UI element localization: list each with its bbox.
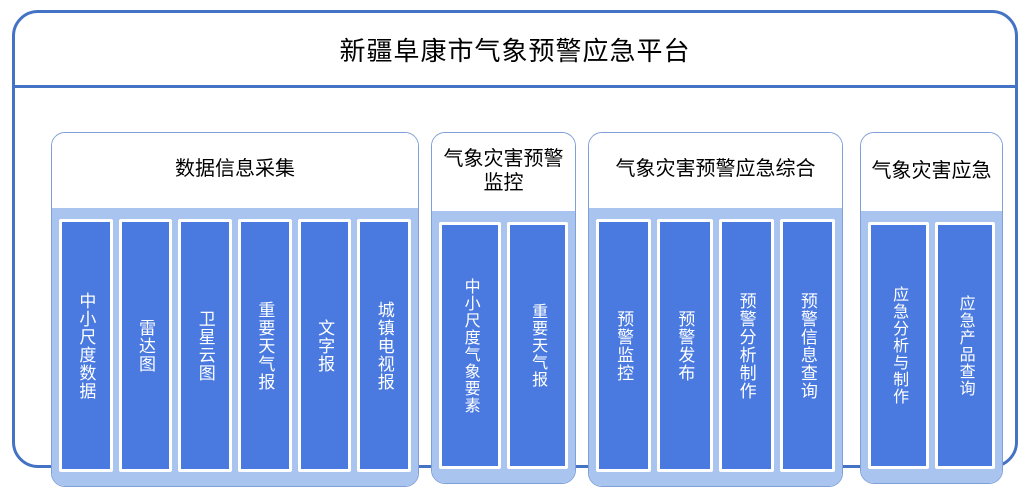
chip-item[interactable]: 雷达图 [118,219,173,472]
chip-item[interactable]: 卫星云图 [178,219,233,472]
chip-item[interactable]: 预警监控 [596,219,652,472]
chip-label: 文字报 [315,318,335,373]
chip-item[interactable]: 中小尺度数据 [59,219,113,472]
chip-label: 中小尺度气象要素 [461,277,479,414]
chip-item[interactable]: 重要天气报 [506,222,568,469]
chip-label: 预警发布 [675,309,695,382]
chip-label: 预警分析制作 [736,291,756,400]
chip-item[interactable]: 中小尺度气象要素 [439,222,501,469]
group-header: 气象灾害预警监控 [432,133,575,211]
platform-title: 新疆阜康市气象预警应急平台 [339,35,691,66]
chip-label: 预警信息查询 [797,291,817,400]
chip-item[interactable]: 文字报 [297,219,352,472]
group-body: 预警监控 预警发布 预警分析制作 预警信息查询 [589,208,842,486]
platform-frame: 新疆阜康市气象预警应急平台 数据信息采集 中小尺度数据 雷达图 卫星云图 重要天… [12,10,1018,487]
group-header: 气象灾害预警应急综合 [589,133,842,208]
group-header: 数据信息采集 [52,133,418,208]
chip-label: 应急分析与制作 [890,286,908,405]
group-body: 中小尺度气象要素 重要天气报 [432,211,575,483]
chip-label: 预警监控 [614,309,634,382]
chip-label: 重要天气报 [529,303,547,388]
chip-label: 城镇电视报 [374,300,394,391]
chip-item[interactable]: 应急产品查询 [934,222,995,469]
chip-item[interactable]: 应急分析与制作 [868,222,929,469]
chip-label: 卫星云图 [195,309,215,382]
chip-item[interactable]: 重要天气报 [238,219,292,472]
groups-strip: 数据信息采集 中小尺度数据 雷达图 卫星云图 重要天气报 文字报 [15,88,1015,487]
group-header: 气象灾害应急 [861,133,1002,211]
chip-item[interactable]: 城镇电视报 [357,219,412,472]
group-box-disaster-emergency[interactable]: 气象灾害应急 应急分析与制作 应急产品查询 [860,132,1003,484]
group-box-data-collection[interactable]: 数据信息采集 中小尺度数据 雷达图 卫星云图 重要天气报 文字报 [51,132,419,487]
chip-item[interactable]: 预警信息查询 [779,219,835,472]
chip-label: 应急产品查询 [956,294,974,397]
platform-title-bar: 新疆阜康市气象预警应急平台 [15,13,1015,88]
group-box-warning-monitoring[interactable]: 气象灾害预警监控 中小尺度气象要素 重要天气报 [431,132,576,484]
group-body: 中小尺度数据 雷达图 卫星云图 重要天气报 文字报 城镇电视报 [52,208,418,486]
group-title: 气象灾害预警应急综合 [615,158,816,181]
chip-label: 中小尺度数据 [76,291,96,400]
chip-item[interactable]: 预警分析制作 [718,219,774,472]
chip-item[interactable]: 预警发布 [657,219,713,472]
group-title: 数据信息采集 [175,158,295,181]
group-title: 气象灾害应急 [871,159,992,182]
group-title: 气象灾害预警监控 [443,147,564,194]
chip-label: 重要天气报 [255,300,275,391]
chip-label: 雷达图 [136,318,156,373]
group-box-warning-emergency-integrated[interactable]: 气象灾害预警应急综合 预警监控 预警发布 预警分析制作 预警信息查询 [588,132,843,487]
group-body: 应急分析与制作 应急产品查询 [861,211,1002,483]
